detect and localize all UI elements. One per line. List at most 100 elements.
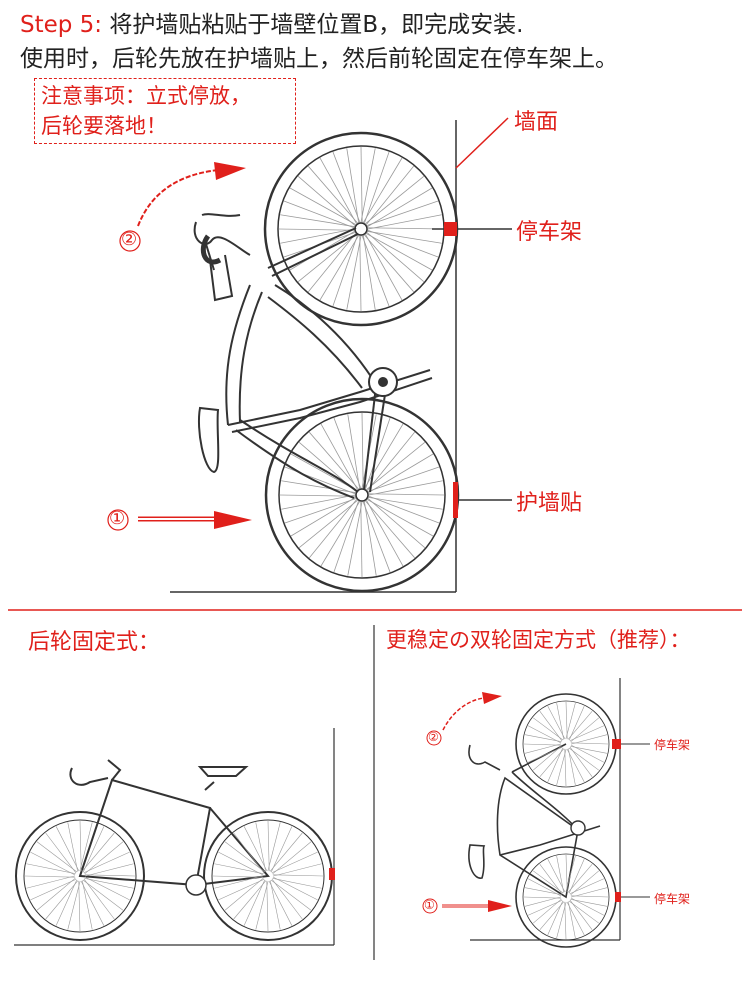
wheel-spoke <box>284 497 359 524</box>
usage-instruction: 使用时，后轮先放在护墙贴上，然后前轮固定在停车架上。 <box>20 46 618 72</box>
wheel-spoke <box>364 417 391 492</box>
wheel-spoke <box>556 901 567 939</box>
wheel-spoke <box>26 875 76 889</box>
wheel-spoke <box>567 863 593 893</box>
wheel-spoke <box>365 214 442 230</box>
wheel-spoke <box>532 898 562 924</box>
right-rack-top <box>612 739 621 749</box>
wheel-spoke <box>347 414 361 491</box>
wheel-spoke <box>523 896 562 899</box>
wheel-spoke <box>524 887 562 896</box>
wheel-spoke <box>524 734 562 743</box>
wheel-spoke <box>281 480 358 494</box>
wheel-spoke <box>569 746 593 778</box>
wheel-spoke <box>272 874 324 877</box>
wheel-spoke <box>79 820 82 872</box>
bottom-bracket <box>378 377 388 387</box>
wheel-spoke <box>362 499 391 573</box>
wheel-spoke <box>568 859 585 894</box>
wheel-spoke <box>365 431 416 493</box>
wheel-spoke <box>524 896 562 907</box>
wheel-spoke <box>570 870 600 896</box>
right-rack-label-top: 停车架 <box>654 738 691 752</box>
wheel-spoke <box>243 826 268 872</box>
wheel-spoke <box>271 878 303 920</box>
left-section-title: 后轮固定式： <box>28 630 161 655</box>
wheel-spoke <box>212 875 264 878</box>
wheel-spoke <box>272 863 322 877</box>
wheel-spoke <box>365 498 434 537</box>
wheel-spoke <box>55 879 78 926</box>
wheel-spoke <box>280 228 357 244</box>
wheel-spoke <box>365 230 425 283</box>
wheel-spoke <box>281 494 358 510</box>
wheel-spoke <box>567 748 576 786</box>
wheel-spoke <box>365 227 444 230</box>
wheel-spoke <box>365 229 439 258</box>
step-one-marker: ① <box>109 508 126 529</box>
rack-label: 停车架 <box>516 220 583 245</box>
wheel-spoke <box>45 880 79 920</box>
wheel-spoke <box>365 498 404 567</box>
wheel-spoke <box>30 878 77 901</box>
wheel-spoke <box>218 878 265 901</box>
wheel-spoke <box>547 900 564 935</box>
lift-arrow-head <box>214 162 246 180</box>
wheel-spoke <box>347 499 363 576</box>
wheel-spoke <box>363 423 404 491</box>
wheel-spoke <box>272 841 312 875</box>
wheel-spoke <box>283 200 357 229</box>
wheel-spoke <box>267 822 281 872</box>
wheel-spoke <box>360 499 363 578</box>
wheel-spoke <box>308 431 361 491</box>
wheel-spoke <box>570 734 608 745</box>
wheel-spoke <box>84 841 124 875</box>
wheel-spoke <box>532 870 564 894</box>
wall-rack <box>444 222 457 236</box>
wheel-spoke <box>569 899 593 931</box>
wheel-spoke <box>539 863 563 895</box>
wheel-spoke <box>528 725 562 744</box>
wheel-spoke <box>564 748 567 787</box>
wall-pointer <box>455 117 509 169</box>
right-rack-label-bottom: 停车架 <box>654 892 691 906</box>
left-bike <box>15 759 333 941</box>
wheel-spoke <box>272 877 322 889</box>
wall-label: 墙面 <box>514 110 559 135</box>
step-heading: Step 5: 将护墙贴粘贴于墙壁位置B，即完成安装. <box>20 10 523 40</box>
wheel-spoke <box>570 744 604 763</box>
wheel-spoke <box>547 859 566 893</box>
wheel-spoke <box>364 232 433 271</box>
wheel-spoke <box>565 854 568 893</box>
wheel-spoke <box>266 880 269 932</box>
step-text: 将护墙贴粘贴于墙壁位置B，即完成安装. <box>102 12 524 38</box>
wheel-spoke <box>255 822 267 872</box>
wheel-spoke <box>80 880 105 926</box>
wheel-spoke <box>365 230 442 244</box>
wheel-spoke <box>214 875 264 889</box>
wheel-spoke <box>308 497 359 559</box>
wheel-spoke <box>332 151 361 225</box>
wheel-spoke <box>67 822 79 872</box>
wheel-spoke <box>214 863 264 875</box>
wheel-spoke <box>523 743 562 746</box>
wheel-spoke <box>255 880 269 930</box>
right-step-one-marker: ① <box>424 898 435 912</box>
wall-guard <box>453 482 458 518</box>
wheel-spoke <box>569 725 604 742</box>
wheel-spoke <box>566 748 585 782</box>
wheel-spoke <box>320 499 361 567</box>
notice-box: 注意事项：立式停放， 后轮要落地！ <box>34 78 296 144</box>
wheel-spoke <box>67 880 81 930</box>
wheel-spoke <box>532 745 562 771</box>
wheel-spoke <box>365 187 433 228</box>
wheel-spoke <box>539 901 565 931</box>
wheel-spoke <box>84 877 134 889</box>
notice-line-1: 注意事项：立式停放， <box>41 84 251 108</box>
wheel-spoke <box>79 822 93 872</box>
wheel-spoke <box>364 441 426 492</box>
wheel-spoke <box>297 175 357 228</box>
wheel-spoke <box>566 901 585 935</box>
wheel-spoke <box>83 878 115 920</box>
wheel-spoke <box>218 851 264 876</box>
